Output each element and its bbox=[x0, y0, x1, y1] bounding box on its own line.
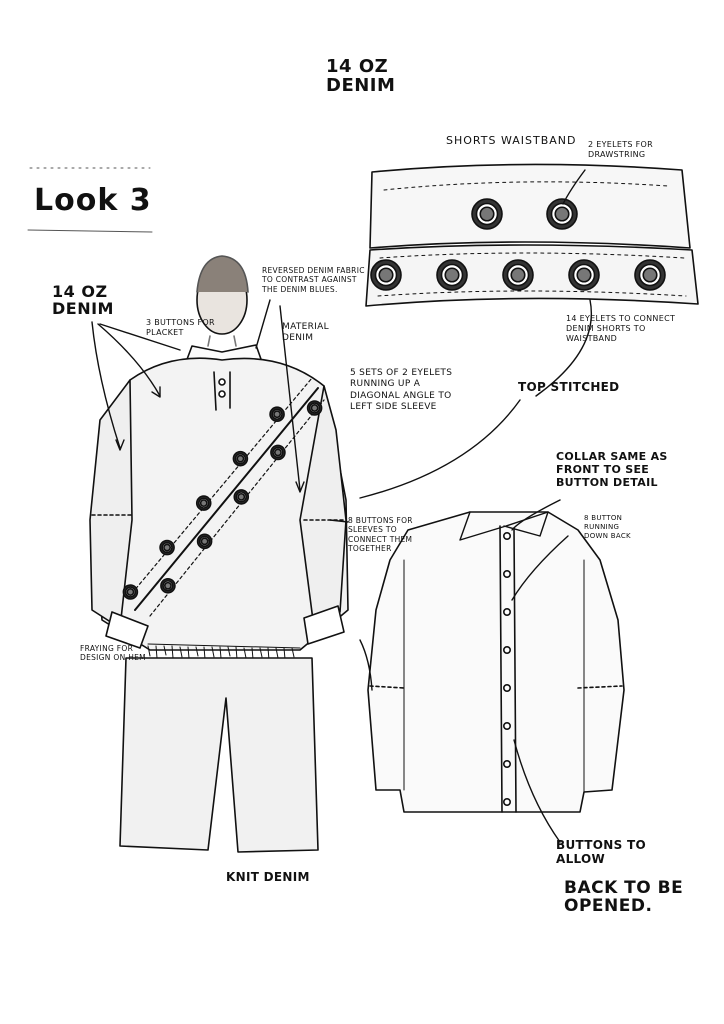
back-button bbox=[502, 645, 511, 654]
material-denim-note: Material Denim bbox=[282, 322, 329, 344]
eyelet bbox=[471, 198, 503, 230]
back-button bbox=[502, 569, 511, 578]
eyelet bbox=[232, 450, 249, 467]
buttons-allow-note: Buttons to allow bbox=[556, 838, 646, 867]
back-opened-note: back to be opened. bbox=[564, 878, 684, 916]
eyelet-sets-note: 5 Sets of 2 Eyelets running up a diagona… bbox=[350, 368, 453, 412]
sleeve-buttons-note: 8 Buttons For Sleeves to connect them to… bbox=[348, 516, 413, 554]
eyelet bbox=[306, 400, 323, 416]
eyelet bbox=[269, 406, 285, 423]
waistband-heading: Shorts Waistband bbox=[446, 134, 577, 147]
reversed-denim-note: Reversed Denim fabric to contrast agains… bbox=[262, 266, 365, 294]
back-button bbox=[502, 797, 511, 806]
front-fabric-label: 14 oz Denim bbox=[52, 282, 114, 318]
eyelet bbox=[568, 259, 600, 291]
eyelet bbox=[233, 489, 250, 505]
eyelet bbox=[160, 577, 176, 594]
back-button bbox=[502, 721, 511, 730]
eyelet bbox=[270, 444, 286, 461]
waistband-top-eyelets-note: 2 Eyelets For Drawstring bbox=[588, 140, 654, 159]
waistband-bottom-eyelets bbox=[370, 259, 666, 291]
eyelet bbox=[122, 584, 139, 600]
eyelet bbox=[546, 198, 578, 230]
back-button bbox=[502, 531, 511, 540]
knit-denim-label: Knit Denim bbox=[226, 870, 310, 884]
back-button bbox=[502, 759, 511, 768]
collar-note: Collar same as front to see button detai… bbox=[556, 450, 668, 490]
title-underline bbox=[27, 167, 153, 233]
top-stitched-label: Top Stitched bbox=[518, 380, 620, 394]
fraying-note: Fraying For design on hem bbox=[80, 644, 146, 663]
waistband-fabric-label: 14 oz Denim bbox=[326, 56, 396, 96]
look-title: Look 3 bbox=[34, 183, 152, 218]
waistband-top-eyelets bbox=[471, 198, 578, 230]
eyelet bbox=[370, 259, 402, 291]
eyelet bbox=[195, 495, 212, 511]
eyelet bbox=[196, 533, 213, 550]
placket-buttons-note: 3 Buttons For Placket bbox=[146, 318, 215, 337]
waistband-bottom-eyelets-note: 14 Eyelets to connect denim shorts to wa… bbox=[566, 314, 676, 343]
eyelet bbox=[502, 259, 534, 291]
eyelet bbox=[634, 259, 666, 291]
back-button-column bbox=[502, 531, 511, 806]
back-button bbox=[502, 683, 511, 692]
front-figure bbox=[89, 255, 349, 853]
annotation-arrows bbox=[91, 169, 592, 843]
jacket-diagonal-eyelets bbox=[122, 400, 323, 600]
back-buttons-note: 8 Button running down back bbox=[584, 514, 631, 540]
eyelet bbox=[436, 259, 468, 291]
eyelet bbox=[159, 539, 175, 556]
back-button bbox=[502, 607, 511, 616]
back-view-shirt bbox=[367, 511, 625, 813]
